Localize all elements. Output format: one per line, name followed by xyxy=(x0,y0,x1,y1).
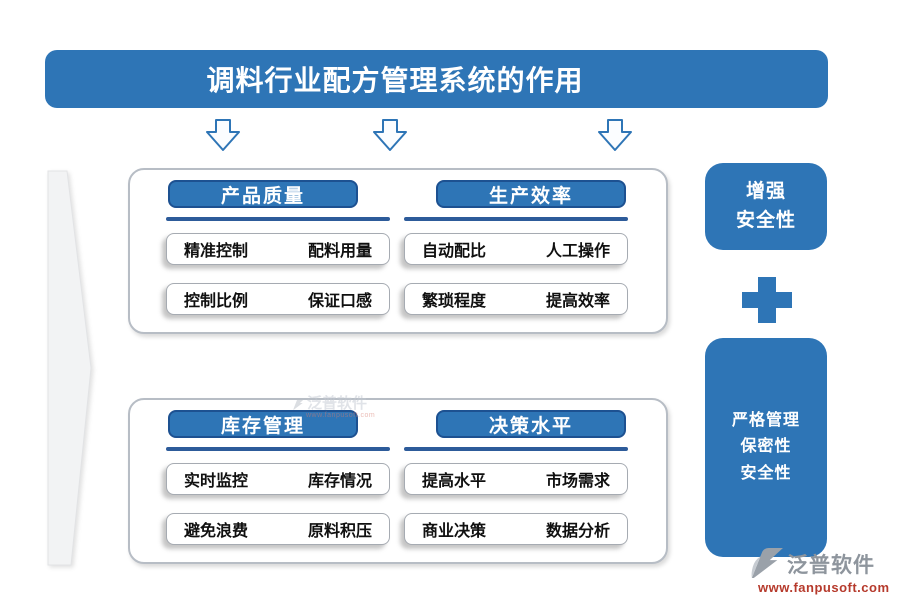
column-product-quality: 产品质量 精准控制 配料用量 控制比例 保证口感 xyxy=(166,170,390,332)
brand-logo: 泛普软件 www.fanpusoft.com xyxy=(748,547,898,595)
feature-cell: 原料积压 xyxy=(307,523,372,540)
feature-cell: 实时监控 xyxy=(184,473,249,490)
plus-icon xyxy=(742,277,792,323)
feature-cell: 提高效率 xyxy=(545,293,610,310)
column-decision-level: 决策水平 提高水平 市场需求 商业决策 数据分析 xyxy=(404,400,628,562)
feature-cell: 商业决策 xyxy=(422,523,487,540)
feature-cell: 精准控制 xyxy=(184,243,249,260)
brand-name: 泛普软件 xyxy=(787,554,875,577)
feature-cell: 配料用量 xyxy=(307,243,372,260)
feature-row: 控制比例 保证口感 xyxy=(166,283,390,315)
panel-top: 产品质量 精准控制 配料用量 控制比例 保证口感 生产效率 自动配比 人工操作 … xyxy=(128,168,668,334)
brand-url: www.fanpusoft.com xyxy=(758,580,890,595)
column-production-efficiency: 生产效率 自动配比 人工操作 繁琐程度 提高效率 xyxy=(404,170,628,332)
panel-bottom: 库存管理 实时监控 库存情况 避免浪费 原料积压 决策水平 提高水平 市场需求 … xyxy=(128,398,668,564)
side-box-line: 安全性 xyxy=(735,209,796,231)
feature-cell: 避免浪费 xyxy=(184,523,249,540)
feature-row: 实时监控 库存情况 xyxy=(166,463,390,495)
column-header: 决策水平 xyxy=(436,410,626,438)
column-header: 生产效率 xyxy=(436,180,626,208)
column-divider xyxy=(404,447,628,451)
brand-logo-icon xyxy=(293,397,305,410)
feature-row: 提高水平 市场需求 xyxy=(404,463,628,495)
feature-cell: 保证口感 xyxy=(307,293,372,310)
feature-row: 自动配比 人工操作 xyxy=(404,233,628,265)
down-arrow-icon xyxy=(206,119,240,151)
feature-cell: 市场需求 xyxy=(545,473,610,490)
feature-row: 避免浪费 原料积压 xyxy=(166,513,390,545)
big-left-arrow-shape xyxy=(47,170,92,566)
side-box-line: 保密性 xyxy=(740,438,792,456)
feature-cell: 库存情况 xyxy=(307,473,372,490)
feature-row: 精准控制 配料用量 xyxy=(166,233,390,265)
feature-cell: 繁琐程度 xyxy=(422,293,487,310)
feature-cell: 人工操作 xyxy=(545,243,610,260)
feature-cell: 控制比例 xyxy=(184,293,249,310)
column-divider xyxy=(166,447,390,451)
down-arrow-icon xyxy=(598,119,632,151)
feature-cell: 数据分析 xyxy=(545,523,610,540)
column-header: 库存管理 xyxy=(168,410,358,438)
side-box-strict-management: 严格管理 保密性 安全性 xyxy=(705,338,827,557)
column-divider xyxy=(166,217,390,221)
side-box-line: 安全性 xyxy=(740,464,792,482)
page-title: 调料行业配方管理系统的作用 xyxy=(206,65,584,96)
column-inventory-management: 库存管理 实时监控 库存情况 避免浪费 原料积压 xyxy=(166,400,390,562)
feature-cell: 自动配比 xyxy=(422,243,487,260)
feature-cell: 提高水平 xyxy=(422,473,487,490)
title-banner: 调料行业配方管理系统的作用 xyxy=(45,50,828,108)
watermark-brand: 泛普软件 xyxy=(307,395,368,412)
brand-logo-icon xyxy=(751,547,783,579)
watermark-url: www.fanpusoft.com xyxy=(306,412,376,419)
side-box-enhance-security: 增强 安全性 xyxy=(705,163,827,250)
column-header: 产品质量 xyxy=(168,180,358,208)
column-divider xyxy=(404,217,628,221)
side-box-line: 严格管理 xyxy=(731,411,800,429)
side-box-line: 增强 xyxy=(745,181,786,202)
down-arrow-icon xyxy=(373,119,407,151)
feature-row: 商业决策 数据分析 xyxy=(404,513,628,545)
watermark: 泛普软件 www.fanpusoft.com xyxy=(292,396,392,419)
feature-row: 繁琐程度 提高效率 xyxy=(404,283,628,315)
